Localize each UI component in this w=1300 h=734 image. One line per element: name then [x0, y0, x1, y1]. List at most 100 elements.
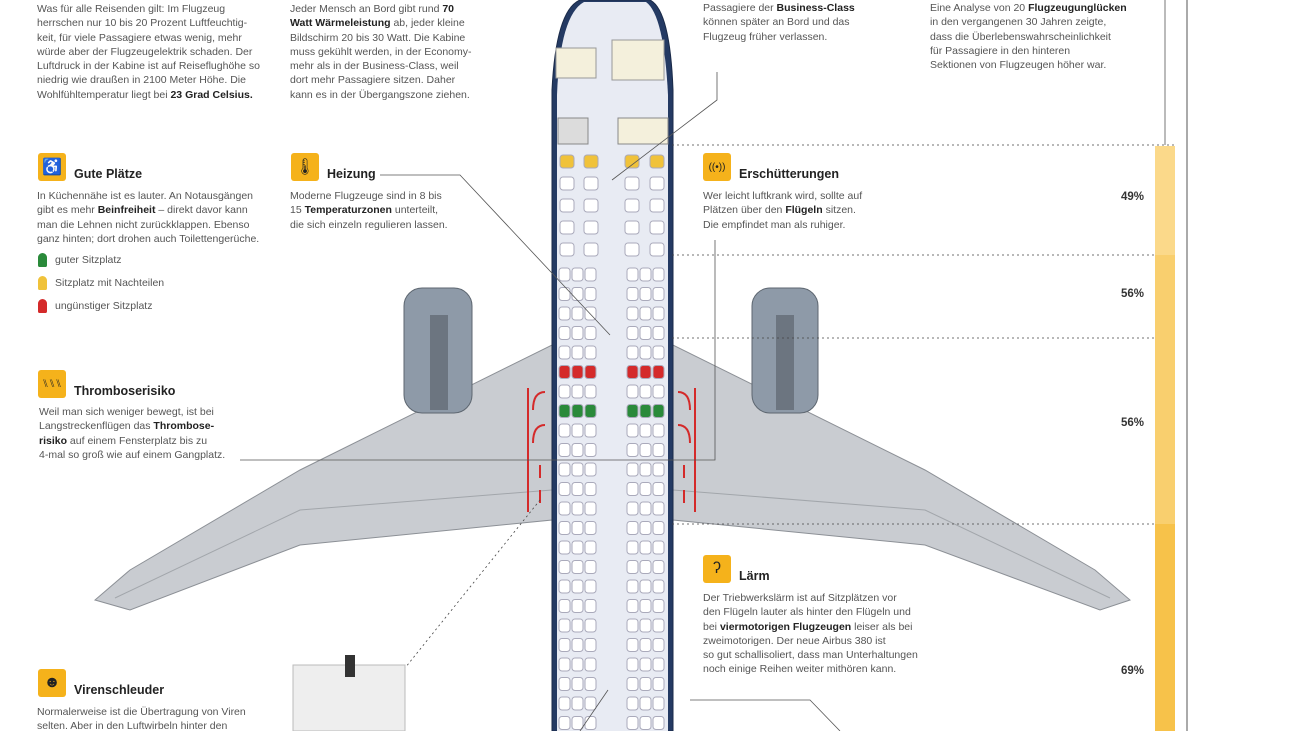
seat — [584, 716, 597, 730]
survival-percent-wing: 56% — [1121, 417, 1145, 429]
seat — [571, 716, 584, 730]
seat — [559, 198, 575, 213]
legend-item-drawbacks: Sitzplatz mit Nachteilen — [38, 276, 164, 290]
seat — [571, 482, 584, 496]
seat — [626, 618, 639, 633]
exit-arrows — [527, 388, 696, 512]
seat — [639, 267, 652, 282]
survival-bar-section-3 — [1155, 338, 1175, 524]
seat — [652, 716, 665, 730]
seat — [639, 404, 652, 418]
seat — [558, 716, 571, 730]
seat — [571, 306, 584, 321]
seat — [571, 579, 584, 594]
seat — [626, 560, 639, 574]
masked-head-icon: ☻ — [38, 669, 66, 697]
seat — [584, 540, 597, 555]
seat — [639, 716, 652, 730]
seat — [584, 462, 597, 477]
seat — [649, 176, 665, 191]
seat — [639, 501, 652, 516]
seat — [583, 220, 599, 235]
seat — [571, 540, 584, 555]
seat — [626, 716, 639, 730]
seat — [652, 384, 665, 399]
seat — [652, 657, 665, 672]
seat — [624, 220, 640, 235]
seat — [583, 176, 599, 191]
seat — [558, 365, 571, 379]
text-line: gibt es mehr — [37, 204, 98, 217]
text-line: Plätzen über den — [703, 204, 786, 217]
text-line: Weil man sich weniger bewegt, ist bei — [39, 406, 214, 418]
business-highlight: Business-Class — [776, 2, 855, 14]
seat — [583, 198, 599, 213]
seat — [624, 198, 640, 213]
seat — [584, 287, 597, 301]
heat-line: Jeder Mensch an Bord gibt rund — [290, 3, 443, 15]
seat — [626, 365, 639, 379]
seat — [558, 345, 571, 360]
legend-label: guter Sitzplatz — [55, 254, 122, 266]
seat — [559, 242, 575, 257]
thrombose-header: ⑊⑊⑊ Thromboserisiko — [38, 370, 175, 398]
seat — [639, 696, 652, 711]
section-title: Lärm — [739, 569, 770, 583]
seat — [626, 384, 639, 399]
text-line: bei — [703, 620, 720, 633]
seat — [626, 326, 639, 340]
seat — [639, 599, 652, 613]
seat — [558, 521, 571, 535]
heat-line: muss gekühlt werden, in der Economy- — [290, 45, 472, 58]
heat-text: Jeder Mensch an Bord gibt rund 70 Watt W… — [290, 2, 490, 102]
seat — [626, 404, 639, 418]
climate-line: Was für alle Reisenden gilt: Im Flugzeug — [37, 3, 226, 15]
seat — [571, 560, 584, 574]
business-line: Passagiere der — [703, 2, 777, 14]
climate-text: Was für alle Reisenden gilt: Im Flugzeug… — [37, 2, 277, 102]
seat — [558, 540, 571, 555]
seat — [584, 677, 597, 691]
seat — [558, 306, 571, 321]
seat — [571, 521, 584, 535]
survival-bar-section-2 — [1155, 255, 1175, 338]
seat — [626, 345, 639, 360]
seat — [584, 599, 597, 613]
heat-highlight: 70 — [442, 3, 455, 15]
survival-percent-rear: 69% — [1121, 665, 1145, 677]
heat-highlight: Watt Wärmeleistung — [290, 17, 391, 30]
seat — [652, 599, 665, 613]
gute-plaetze-text: In Küchennähe ist es lauter. An Notausgä… — [37, 189, 259, 246]
seat — [571, 657, 584, 672]
text-highlight: risiko — [39, 434, 68, 447]
heizung-header: 🌡 Heizung — [291, 153, 376, 181]
legend-label: Sitzplatz mit Nachteilen — [55, 277, 165, 289]
seat — [584, 618, 597, 633]
seat — [626, 521, 639, 535]
heizung-text: Moderne Flugzeuge sind in 8 bis 15 Tempe… — [290, 189, 448, 232]
analysis-line: für Passagiere in den hinteren — [930, 44, 1071, 57]
seat — [571, 462, 584, 477]
analysis-line: Eine Analyse von 20 — [930, 2, 1029, 14]
survival-bar-section-4 — [1155, 524, 1175, 731]
viren-header: ☻ Virenschleuder — [38, 669, 164, 697]
heat-line: Bildschirm 20 bis 30 Watt. Die Kabine — [290, 31, 466, 44]
text-line: Langstreckenflügen das — [39, 420, 154, 433]
text-line: ganz hinten; dort drohen auch Toiletteng… — [37, 232, 260, 245]
text-line: Moderne Flugzeuge sind in 8 bis — [290, 190, 442, 202]
seat — [639, 657, 652, 672]
seat — [626, 306, 639, 321]
seat — [584, 638, 597, 652]
text-line: die sich einzeln regulieren lassen. — [290, 218, 448, 231]
seat — [571, 638, 584, 652]
seat — [571, 267, 584, 282]
seat — [639, 579, 652, 594]
seat — [626, 540, 639, 555]
seat — [652, 638, 665, 652]
seat — [652, 462, 665, 477]
climate-line: würde aber der Flugzeugelektrik schaden.… — [37, 45, 253, 58]
seat — [558, 462, 571, 477]
seat — [639, 443, 652, 457]
seat — [558, 657, 571, 672]
analysis-line: Sektionen von Flugzeugen höher war. — [930, 59, 1107, 72]
